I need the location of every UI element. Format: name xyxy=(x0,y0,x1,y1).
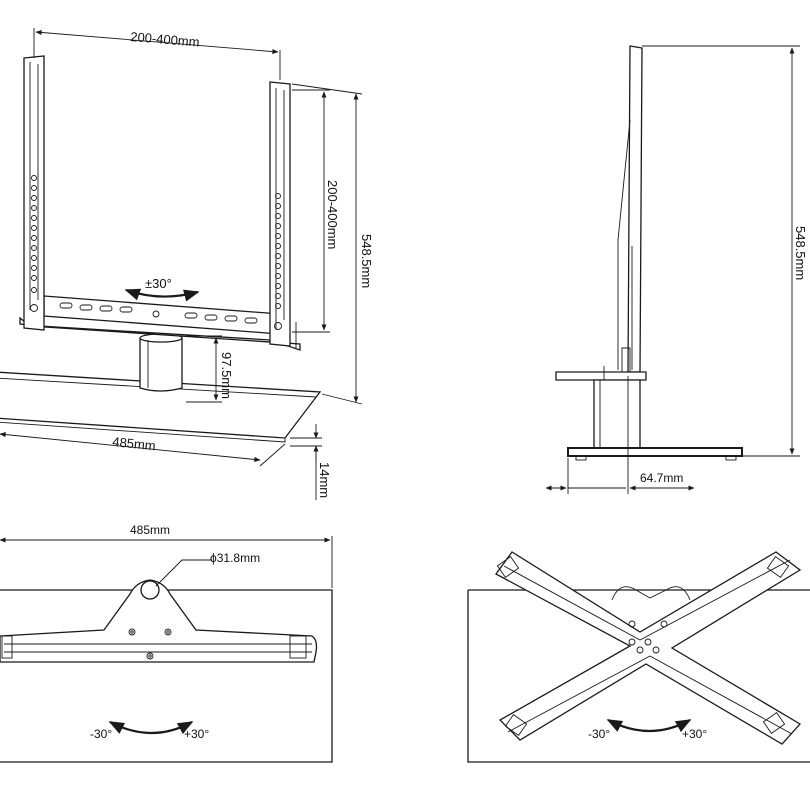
dim-height-range: 200-400mm xyxy=(292,89,340,333)
dim-total-height: 548.5mm xyxy=(291,83,374,405)
bottom-view-right: -30° +30° xyxy=(467,551,810,763)
bottom-right-angle-minus: -30° xyxy=(588,727,610,741)
support-column xyxy=(139,333,183,392)
dim-base-thickness: 14mm xyxy=(290,424,332,500)
side-head-plate xyxy=(555,371,647,381)
side-dim-offset: 64.7mm xyxy=(545,376,695,494)
front-view: 200-400mm 200-400mm 548.5mm 97.5mm xyxy=(0,28,374,500)
flat-base-bar xyxy=(0,579,318,663)
diameter-leader: ϕ31.8mm xyxy=(155,551,260,587)
right-vertical-arm xyxy=(269,81,297,348)
bottom-dim-width: 485mm xyxy=(0,523,333,588)
dim-base-width: 485mm xyxy=(0,432,286,467)
label-base-width: 485mm xyxy=(112,434,157,453)
swivel-indicator: ±30° xyxy=(124,276,200,302)
bottom-label-diameter: ϕ31.8mm xyxy=(210,551,260,565)
bottom-left-angle-plus: +30° xyxy=(184,727,209,741)
label-base-thickness: 14mm xyxy=(317,462,332,498)
horizontal-crossbar xyxy=(43,295,281,335)
side-base xyxy=(567,447,743,457)
x-shaped-base xyxy=(495,551,802,745)
rotation-indicator-left: -30° +30° xyxy=(90,721,209,741)
bottom-left-angle-minus: -30° xyxy=(90,727,112,741)
side-dim-total-height: 548.5mm xyxy=(642,45,808,457)
label-width-range: 200-400mm xyxy=(130,29,200,50)
bottom-right-angle-plus: +30° xyxy=(682,727,707,741)
side-pole xyxy=(627,45,643,373)
dim-column-height: 97.5mm xyxy=(186,335,234,403)
bottom-label-width: 485mm xyxy=(130,523,170,537)
side-label-offset: 64.7mm xyxy=(640,471,683,485)
dim-width-range: 200-400mm xyxy=(33,28,281,80)
bottom-view-left: 485mm ϕ31.8mm -30° +30° xyxy=(0,523,333,763)
left-vertical-arm xyxy=(23,55,45,331)
label-total-height: 548.5mm xyxy=(359,234,374,288)
label-height-range: 200-400mm xyxy=(325,180,340,249)
label-swivel: ±30° xyxy=(145,276,172,291)
side-column xyxy=(593,379,641,449)
rotation-indicator-right: -30° +30° xyxy=(588,719,707,741)
side-label-total-height: 548.5mm xyxy=(793,226,808,280)
label-column-height: 97.5mm xyxy=(219,352,234,399)
side-view: 548.5mm 64.7mm xyxy=(545,45,808,494)
